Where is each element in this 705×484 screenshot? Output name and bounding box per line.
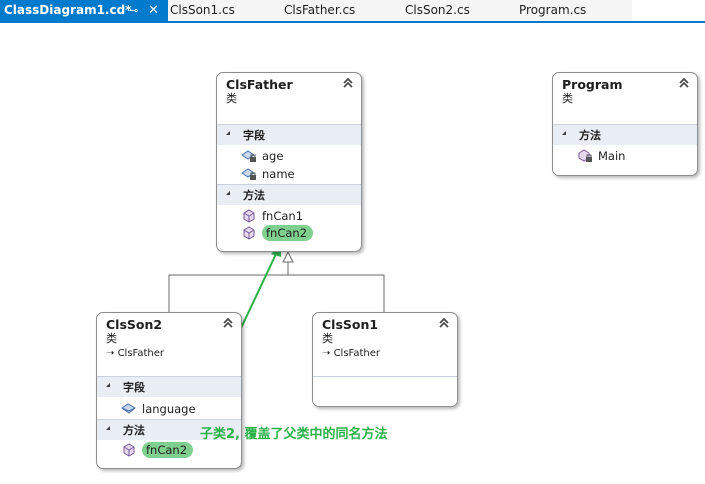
member-name: fnCan1 xyxy=(262,209,304,223)
class-kind: 类 xyxy=(562,92,573,105)
method-cube-icon xyxy=(243,209,255,223)
method-cube-icon xyxy=(243,226,255,240)
member-name: language xyxy=(142,402,196,416)
method-lock-icon xyxy=(578,149,592,162)
class-name: ClsSon1 xyxy=(322,317,379,332)
class-name: ClsFather xyxy=(226,77,293,92)
shape-header: ClsFather 类 xyxy=(217,73,361,105)
class-shape-clsfather[interactable]: ClsFather 类 字段 age name 方法 fnCan1 fnCan2 xyxy=(216,72,362,252)
section-label: 方法 xyxy=(123,424,145,437)
class-name: ClsSon2 xyxy=(106,317,163,332)
collapse-triangle-icon xyxy=(226,131,230,135)
collapse-triangle-icon xyxy=(226,191,230,195)
collapse-triangle-icon xyxy=(106,426,110,430)
base-class-name: ClsFather xyxy=(117,348,165,359)
tab-strip-empty xyxy=(632,0,705,21)
member-name: age xyxy=(262,149,284,163)
pin-icon[interactable]: ⊸ xyxy=(129,4,139,17)
class-kind: 类 xyxy=(106,332,117,345)
shape-header: ClsSon2 类 ➝ ClsFather xyxy=(97,313,241,360)
double-chevron-up-icon[interactable] xyxy=(438,317,450,329)
base-class: ➝ ClsFather xyxy=(106,347,241,360)
inherit-arrow-icon: ➝ xyxy=(322,348,334,359)
double-chevron-up-icon[interactable] xyxy=(342,77,354,89)
field-lock-icon xyxy=(241,168,256,180)
field-lock-icon xyxy=(241,150,256,162)
class-name: Program xyxy=(562,77,623,92)
collapse-triangle-icon xyxy=(562,131,566,135)
section-label: 方法 xyxy=(243,189,265,202)
collapse-triangle-icon xyxy=(106,383,110,387)
base-class: ➝ ClsFather xyxy=(322,347,457,360)
tab-label: ClsSon1.cs xyxy=(170,3,235,17)
tab-accent-line xyxy=(0,21,705,23)
document-tab-strip: ClassDiagram1.cd* ⊸ ✕ ClsSon1.cs ClsFath… xyxy=(0,0,705,21)
inheritance-line-son2 xyxy=(168,274,385,312)
inheritance-lines xyxy=(168,262,385,312)
tab-clsson1[interactable]: ClsSon1.cs xyxy=(168,0,276,21)
tab-label: ClsFather.cs xyxy=(284,3,356,17)
empty-body xyxy=(313,376,457,406)
member-name-highlighted: fnCan2 xyxy=(262,225,314,241)
section-methods[interactable]: 方法 xyxy=(97,419,241,440)
double-chevron-up-icon[interactable] xyxy=(222,317,234,329)
tab-clsson2[interactable]: ClsSon2.cs xyxy=(398,0,510,21)
section-fields[interactable]: 字段 xyxy=(97,376,241,397)
section-methods[interactable]: 方法 xyxy=(553,124,697,145)
section-label: 字段 xyxy=(243,129,265,142)
class-shape-program[interactable]: Program 类 方法 Main xyxy=(552,72,698,176)
section-label: 字段 xyxy=(123,381,145,394)
class-shape-clsson1[interactable]: ClsSon1 类 ➝ ClsFather xyxy=(312,312,458,407)
member-name: name xyxy=(262,167,295,181)
class-kind: 类 xyxy=(322,332,333,345)
field-icon xyxy=(121,403,136,414)
shape-header: Program 类 xyxy=(553,73,697,105)
tab-clsfather[interactable]: ClsFather.cs xyxy=(276,0,398,21)
annotation-text: 子类2, 覆盖了父类中的同名方法 xyxy=(200,427,388,442)
section-methods[interactable]: 方法 xyxy=(217,184,361,205)
tab-label: ClsSon2.cs xyxy=(405,3,470,17)
base-class-name: ClsFather xyxy=(333,348,381,359)
section-fields[interactable]: 字段 xyxy=(217,124,361,145)
inheritance-arrow-icon xyxy=(282,250,294,263)
tab-classdiagram1[interactable]: ClassDiagram1.cd* ⊸ ✕ xyxy=(0,0,168,21)
member-name: Main xyxy=(598,149,626,163)
member-name-highlighted: fnCan2 xyxy=(142,442,194,458)
double-chevron-up-icon[interactable] xyxy=(678,77,690,89)
method-cube-icon xyxy=(123,443,135,457)
section-label: 方法 xyxy=(579,129,601,142)
inherit-arrow-icon: ➝ xyxy=(106,348,118,359)
class-kind: 类 xyxy=(226,92,237,105)
tab-label: ClassDiagram1.cd* xyxy=(4,3,132,17)
shape-header: ClsSon1 类 ➝ ClsFather xyxy=(313,313,457,360)
tab-program[interactable]: Program.cs xyxy=(510,0,632,21)
close-icon[interactable]: ✕ xyxy=(148,3,159,18)
class-shape-clsson2[interactable]: ClsSon2 类 ➝ ClsFather 字段 language 方法 fnC… xyxy=(96,312,242,469)
tab-label: Program.cs xyxy=(519,3,587,17)
